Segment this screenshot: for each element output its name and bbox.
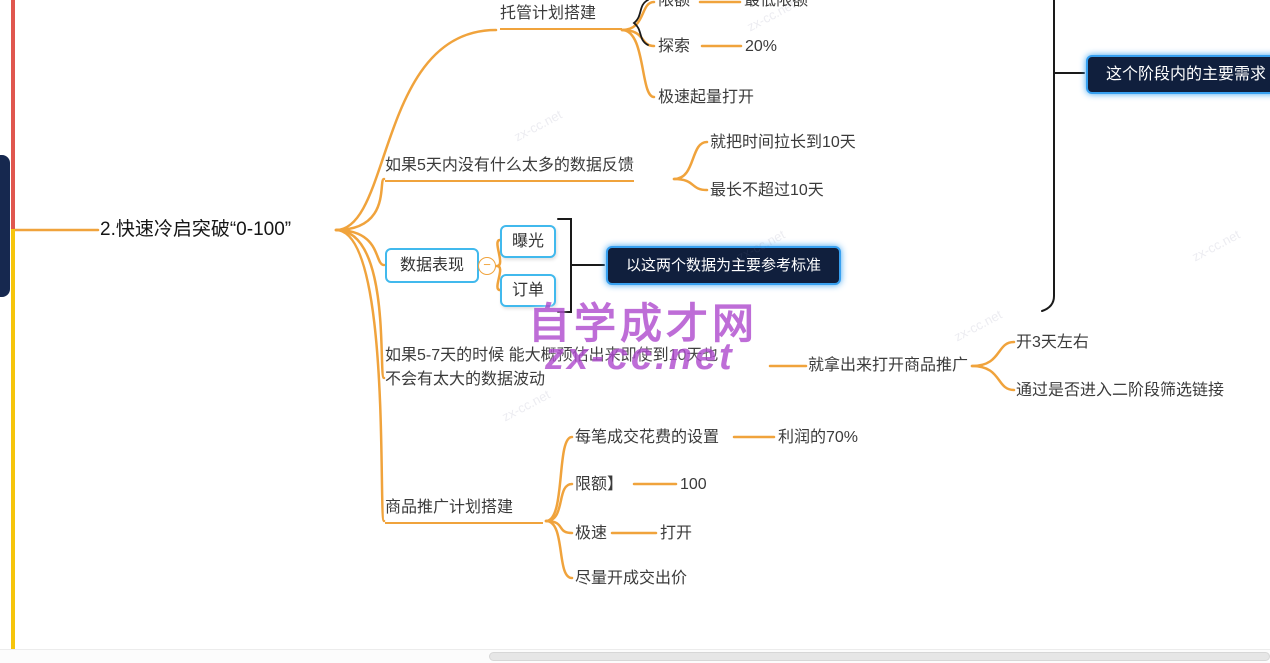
red-branch-line bbox=[11, 0, 15, 229]
node-product-promo-plan[interactable]: 商品推广计划搭建 bbox=[385, 498, 544, 524]
node-cost-per-order[interactable]: 每笔成交花费的设置 bbox=[575, 429, 720, 446]
node-predict-5-7d[interactable]: 如果5-7天的时候 能大概预估出来即使到10天也 不会有太大的数据波动 bbox=[385, 347, 719, 388]
collapse-toggle-button[interactable]: − bbox=[478, 257, 496, 275]
node-hosting-plan[interactable]: 托管计划搭建 bbox=[500, 4, 623, 30]
node-extend-10d[interactable]: 就把时间拉长到10天 bbox=[710, 134, 856, 151]
node-launch-product-promo[interactable]: 就拿出来打开商品推广 bbox=[808, 357, 969, 374]
node-min-limit[interactable]: 最低限额 bbox=[744, 0, 809, 9]
node-reference-standard[interactable]: 以这两个数据为主要参考标准 bbox=[606, 246, 842, 285]
node-speed-on[interactable]: 打开 bbox=[660, 525, 693, 542]
node-speed-mode[interactable]: 极速 bbox=[575, 525, 608, 542]
yellow-branch-line bbox=[11, 229, 15, 663]
node-limit-cap[interactable]: 限额 bbox=[658, 0, 691, 9]
node-run-3-days[interactable]: 开3天左右 bbox=[1016, 334, 1089, 351]
node-main-topic[interactable]: 2.快速冷启突破“0-100” bbox=[100, 219, 292, 240]
node-exposure[interactable]: 曝光 bbox=[500, 225, 557, 258]
node-promo-limit[interactable]: 限额】 bbox=[575, 476, 624, 493]
sheet-side-tab[interactable] bbox=[0, 155, 10, 297]
horizontal-scrollbar-thumb[interactable] bbox=[489, 652, 1270, 661]
horizontal-scrollbar-track[interactable] bbox=[0, 649, 1270, 663]
node-phase2-filter[interactable]: 通过是否进入二阶段筛选链接 bbox=[1016, 382, 1225, 399]
node-orders[interactable]: 订单 bbox=[500, 274, 557, 307]
node-stage-needs[interactable]: 这个阶段内的主要需求 bbox=[1086, 55, 1270, 94]
node-profit-70[interactable]: 利润的70% bbox=[778, 429, 859, 446]
node-explore-value[interactable]: 20% bbox=[745, 38, 778, 55]
node-no-feedback-5d[interactable]: 如果5天内没有什么太多的数据反馈 bbox=[385, 156, 634, 182]
node-best-bid[interactable]: 尽量开成交出价 bbox=[575, 570, 688, 587]
node-promo-limit-value[interactable]: 100 bbox=[680, 476, 707, 493]
node-max-10d[interactable]: 最长不超过10天 bbox=[710, 182, 824, 199]
node-fast-start[interactable]: 极速起量打开 bbox=[658, 89, 755, 106]
node-explore[interactable]: 探索 bbox=[658, 38, 691, 55]
node-data-performance[interactable]: 数据表现 bbox=[385, 248, 480, 283]
